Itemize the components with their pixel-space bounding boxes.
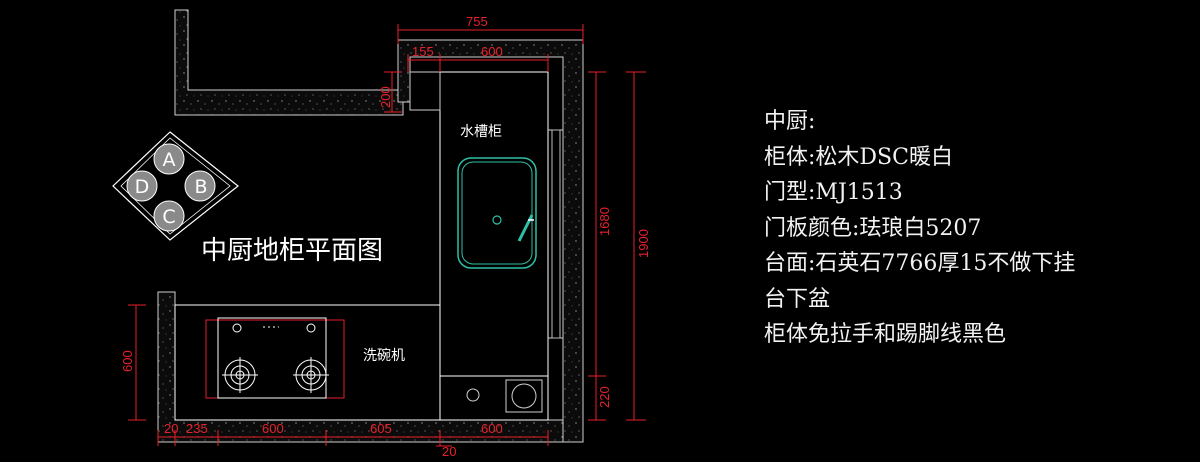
dim-left-200: 200 [378, 86, 393, 108]
spec-line-countertop: 台面:石英石7766厚15不做下挂 [764, 251, 1076, 276]
dim-right-1900: 1900 [636, 229, 651, 258]
lower-counter [174, 304, 441, 421]
dim-left-600: 600 [120, 350, 135, 372]
sink-counter [409, 71, 563, 421]
marker-a: A [163, 149, 176, 171]
marker-c: C [162, 206, 175, 228]
bin-circles [466, 379, 543, 413]
spec-heading: 中厨: [764, 109, 816, 134]
spec-line-handle: 柜体免拉手和踢脚线黑色 [764, 322, 1007, 347]
dim-bottom-20b: 20 [442, 444, 456, 459]
dim-bottom-600a: 600 [262, 421, 284, 436]
dim-bottom-20: 20 [164, 421, 178, 436]
cooktop [205, 317, 345, 399]
marker-d: D [135, 176, 150, 198]
spec-line-cabinet: 柜体:松木DSC暖白 [764, 144, 953, 170]
dishwasher-label: 洗碗机 [363, 348, 405, 364]
dim-top-sink: 600 [481, 44, 503, 59]
marker-b: B [194, 176, 207, 198]
orientation-marker: A B C D [112, 131, 239, 241]
spec-line-basin: 台下盆 [764, 286, 831, 312]
spec-line-color: 门板颜色:珐琅白5207 [764, 215, 982, 241]
dim-top-small: 155 [412, 44, 434, 59]
wall-upper-left [174, 9, 404, 116]
dimension-lines [128, 24, 646, 447]
dim-bottom-605: 605 [370, 421, 392, 436]
spec-notes: 中厨: 柜体:松木DSC暖白 门型:MJ1513 门板颜色:珐琅白5207 台面… [764, 104, 1194, 353]
dim-bottom-600b: 600 [481, 421, 503, 436]
plan-title: 中厨地柜平面图 [201, 236, 383, 266]
burner-right [293, 357, 329, 393]
wall-right [397, 39, 584, 443]
dim-right-1680: 1680 [597, 207, 612, 236]
dim-right-220: 220 [597, 386, 612, 408]
burner-left [222, 357, 258, 393]
spec-line-door: 门型:MJ1513 [764, 180, 903, 205]
dim-bottom-235: 235 [186, 421, 208, 436]
sink-cabinet-label: 水槽柜 [460, 124, 502, 140]
dim-top-total: 755 [466, 14, 488, 29]
sink-basin [457, 157, 537, 269]
